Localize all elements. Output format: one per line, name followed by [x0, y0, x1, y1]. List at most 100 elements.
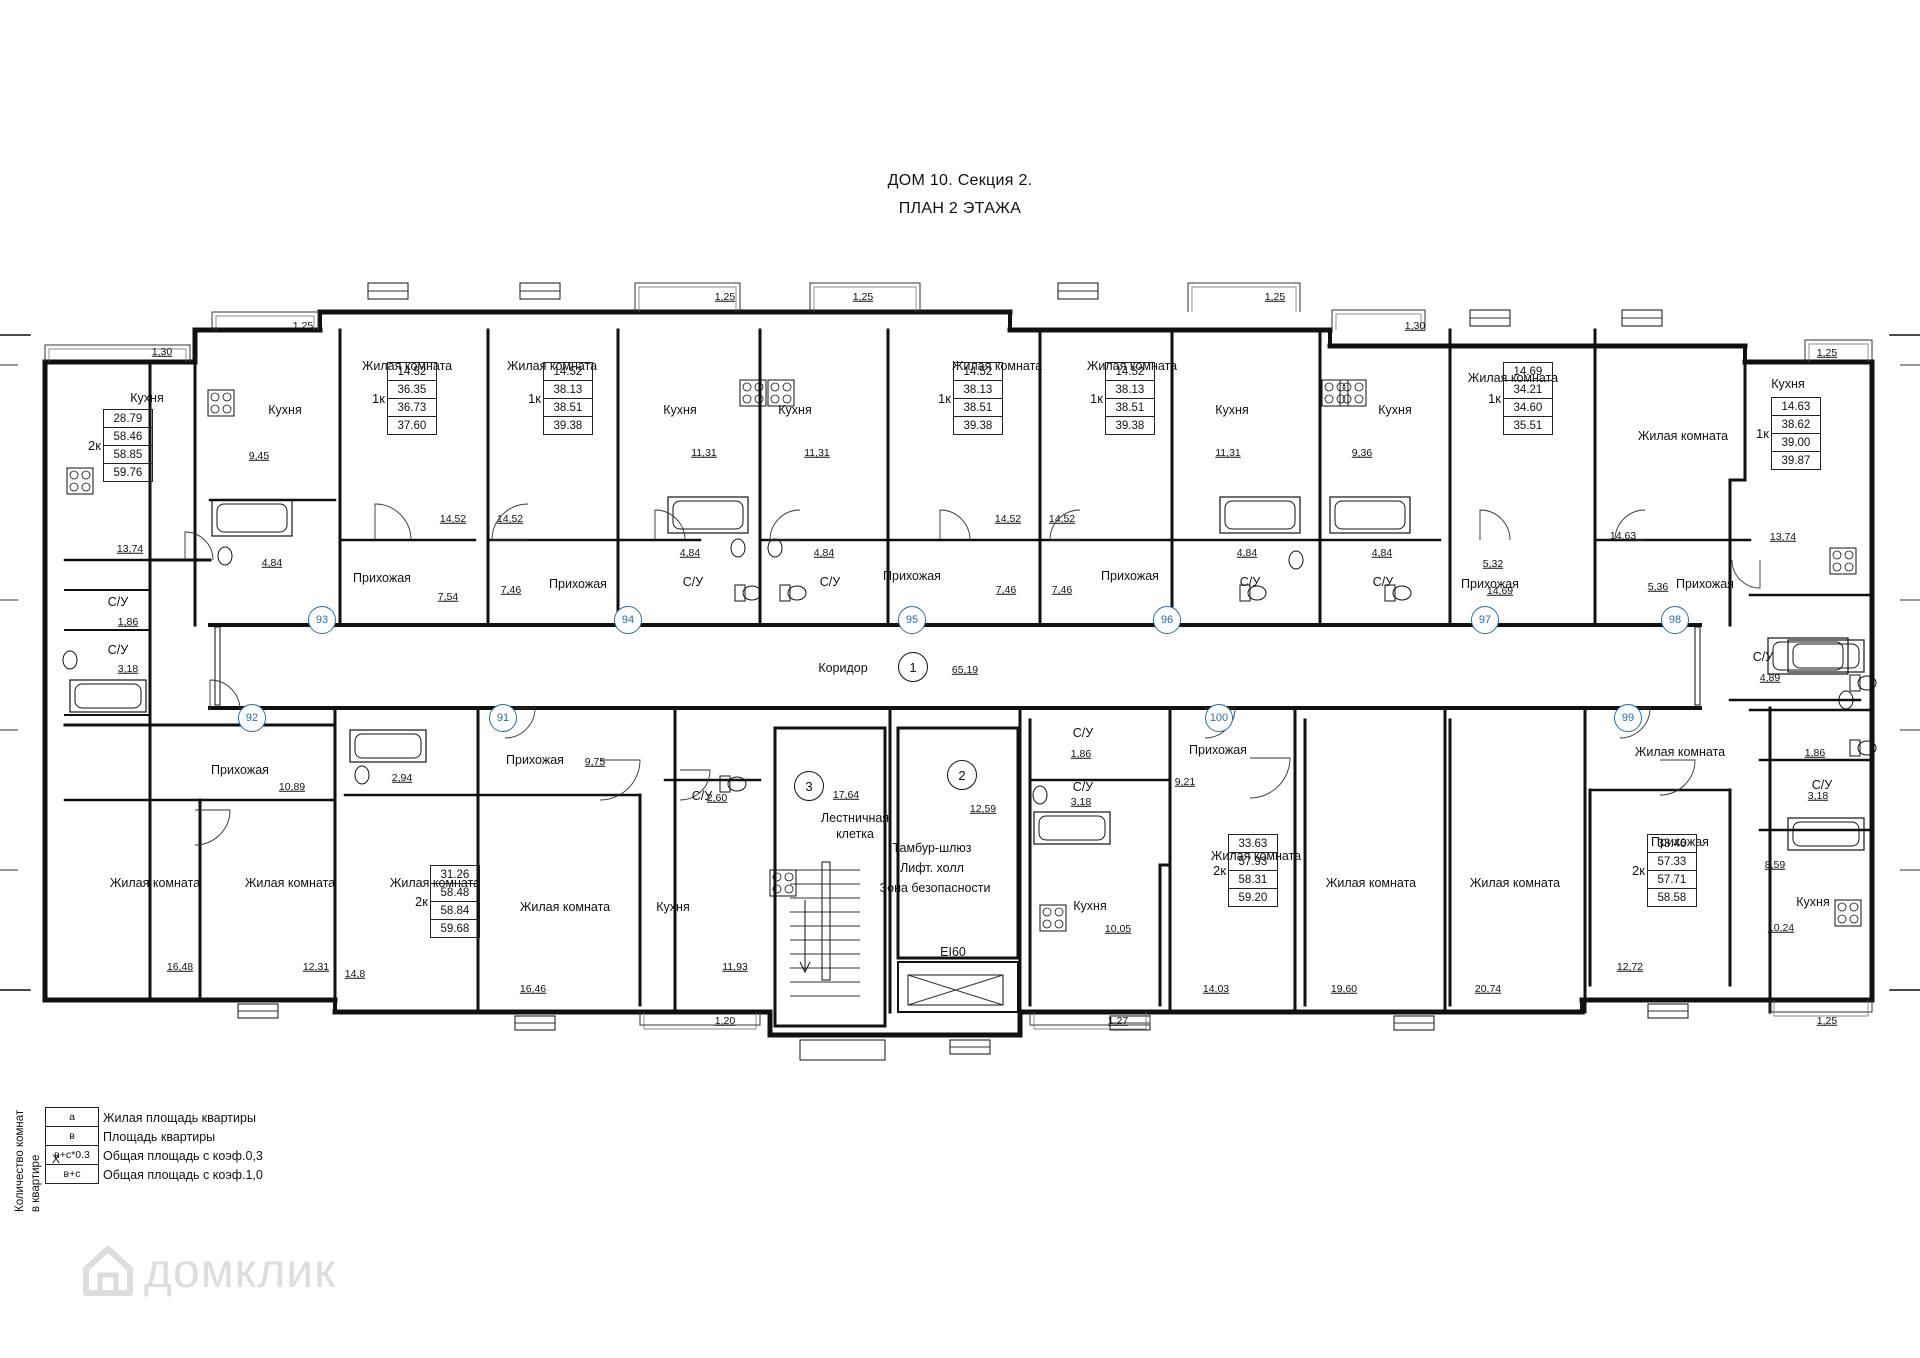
room-label-hall-96: Прихожая — [1101, 568, 1159, 583]
room-label-bath-96: С/У — [1239, 574, 1261, 589]
room-label-bath-98: С/У — [1752, 649, 1774, 664]
area-value-cell: 58.46 — [102, 427, 153, 446]
stove-icon — [769, 869, 797, 897]
burner-icon — [1832, 562, 1842, 572]
burner-icon — [784, 872, 794, 882]
balcony — [1187, 282, 1301, 312]
room-label-bath-91: С/У — [691, 788, 713, 803]
area-value: 1,20 — [714, 1014, 736, 1027]
sink-icon — [62, 650, 78, 670]
sink-icon — [217, 546, 233, 566]
legend-text: Площадь квартиры — [103, 1129, 216, 1144]
bathtub-basin-icon — [74, 683, 142, 709]
burner-icon — [69, 482, 79, 492]
bathtub-icon — [349, 729, 427, 763]
apartment-number-badge: 93 — [308, 606, 336, 634]
burner-icon — [1042, 919, 1052, 929]
legend-text: Общая площадь с коэф.1,0 — [103, 1167, 263, 1182]
toilet-tank-icon — [779, 584, 791, 602]
area-value-cell: 33.63 — [1227, 834, 1278, 853]
area-value: 3,18 — [1070, 795, 1092, 808]
balcony — [809, 282, 921, 312]
room-label-lobby-3: Зона безопасности — [879, 880, 991, 895]
area-value: 16,46 — [519, 982, 547, 995]
area-value: 14,52 — [439, 512, 467, 525]
area-value: 9,36 — [1351, 446, 1373, 459]
area-value: 9,21 — [1174, 775, 1196, 788]
bathtub-icon — [1219, 496, 1301, 534]
area-value: 14,69 — [1486, 584, 1514, 597]
burner-icon — [742, 394, 752, 404]
apartment-number-badge: 100 — [1205, 704, 1233, 732]
bathtub-basin-icon — [1792, 821, 1860, 847]
balcony-rail — [48, 348, 187, 362]
bathtub-icon — [69, 679, 147, 713]
area-value-cell: 14.52 — [1104, 362, 1155, 381]
area-value: 1,86 — [1070, 747, 1092, 760]
door-swing-icon — [1479, 509, 1511, 541]
area-value: 10,24 — [1767, 921, 1795, 934]
stove-icon — [1834, 899, 1862, 927]
area-value: 11,31 — [691, 446, 717, 459]
area-value-cell: 28.79 — [102, 409, 153, 428]
area-value: 7,54 — [437, 590, 459, 603]
balcony — [44, 344, 191, 362]
bathtub-icon — [1787, 817, 1865, 851]
area-value: 2,94 — [391, 771, 413, 784]
area-value-cell: 57.71 — [1646, 870, 1697, 889]
bathtub-basin-icon — [1334, 500, 1406, 530]
burner-icon — [210, 404, 220, 414]
area-value: 1,86 — [1804, 746, 1826, 759]
area-value: 65,19 — [951, 663, 979, 676]
legend-vertical-line-2: в квартире — [30, 1154, 42, 1212]
area-value-cell: 39.38 — [1104, 416, 1155, 435]
room-label-bath-a2: С/У — [107, 642, 129, 657]
door-swing-icon — [209, 679, 241, 711]
bathtub-icon — [667, 496, 749, 534]
area-value-cell: 14.63 — [1770, 397, 1821, 416]
bathtub-icon — [1329, 496, 1411, 534]
balcony — [634, 282, 741, 312]
balcony — [1804, 339, 1873, 362]
zone-number-badge: 2 — [947, 760, 977, 790]
bathtub-basin-icon — [672, 500, 744, 530]
balcony — [211, 311, 319, 330]
area-value: 4,84 — [1371, 546, 1393, 559]
area-value: 1,25 — [852, 290, 874, 303]
area-value: 14,03 — [1202, 982, 1230, 995]
stove-icon — [1829, 547, 1857, 575]
door-swing-icon — [679, 769, 711, 801]
room-label-lift: EI60 — [940, 944, 966, 959]
area-value: 7,46 — [500, 583, 522, 596]
bathtub-icon — [1033, 811, 1111, 845]
staircase-outline — [773, 726, 887, 1028]
room-label-living-99a: Жилая комната — [1469, 875, 1561, 890]
apartment-number-badge: 98 — [1661, 606, 1689, 634]
room-label-living-91b: Жилая комната — [519, 899, 611, 914]
room-count-label: 1к — [372, 391, 385, 406]
room-label-stair-2: клетка — [836, 826, 874, 841]
area-value-cell: 39.38 — [542, 416, 593, 435]
area-value: 14,63 — [1609, 529, 1637, 542]
area-value: 17,64 — [832, 788, 860, 801]
area-value-cell: 14.52 — [952, 362, 1003, 381]
toilet-tank-icon — [734, 584, 746, 602]
burner-icon — [1844, 550, 1854, 560]
room-label-living-92b: Жилая комната — [244, 875, 336, 890]
area-value-cell: 36.35 — [386, 380, 437, 399]
room-label-lobby-2: Лифт. холл — [900, 860, 964, 875]
bathtub-basin-icon — [216, 503, 288, 533]
toilet-tank-icon — [719, 775, 731, 793]
area-value: 3,18 — [1807, 789, 1829, 802]
apartment-number-badge: 97 — [1471, 606, 1499, 634]
